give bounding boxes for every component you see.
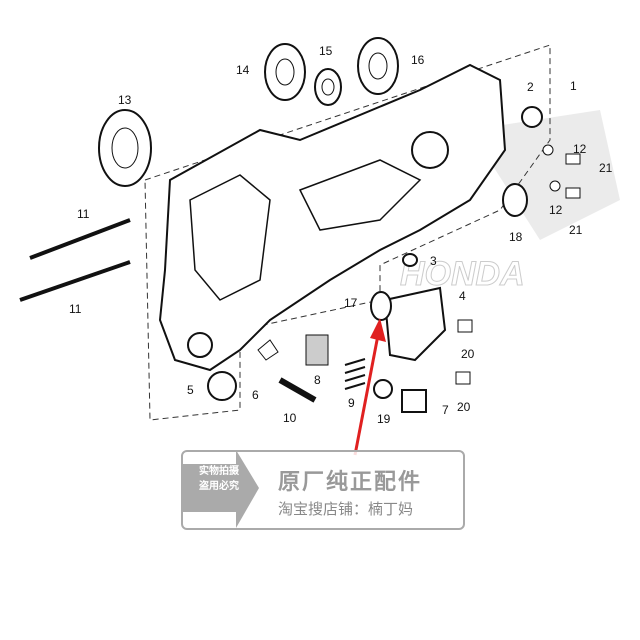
label-17: 17	[344, 296, 358, 310]
spring-9	[344, 358, 366, 390]
honda-watermark: HONDA	[400, 255, 525, 293]
label-14: 14	[236, 63, 250, 77]
label-3: 3	[430, 254, 437, 268]
bearing-13	[98, 109, 152, 187]
washer-12b	[549, 180, 561, 192]
assembly-outline	[144, 44, 551, 421]
label-6: 6	[252, 388, 259, 402]
bearing-16	[357, 37, 399, 95]
label-10: 10	[283, 411, 297, 425]
label-9: 9	[348, 396, 355, 410]
label-7: 7	[442, 403, 449, 417]
label-11a: 11	[77, 207, 90, 221]
part-labels: 1 2 3 4 5 6 7 8 9 10 11 11 12 12 13 14 1…	[69, 44, 613, 426]
strainer-8	[305, 334, 329, 366]
clip-6	[257, 339, 279, 361]
label-12a: 12	[573, 142, 587, 156]
label-15: 15	[319, 44, 333, 58]
label-5: 5	[187, 383, 194, 397]
watermark-title: 原厂纯正配件	[278, 469, 423, 494]
bearing-15	[314, 68, 342, 106]
o-ring-19	[373, 379, 393, 399]
bearing-14	[264, 43, 306, 101]
label-8: 8	[314, 373, 321, 387]
washer-12a	[542, 144, 554, 156]
red-pointer-arrow	[353, 334, 380, 456]
bolt-21b	[565, 187, 581, 199]
bolt-20a	[457, 319, 473, 333]
label-19: 19	[377, 412, 391, 426]
label-21a: 21	[599, 161, 613, 175]
oil-seal-17	[370, 291, 392, 321]
red-arrow-head	[370, 318, 386, 342]
label-16: 16	[411, 53, 425, 67]
drain-plug-7	[401, 389, 427, 413]
label-20a: 20	[461, 347, 475, 361]
label-18: 18	[509, 230, 523, 244]
badge-line-1: 实物拍摄	[199, 466, 239, 477]
cover-4	[383, 286, 447, 362]
bolt-21a	[565, 153, 581, 165]
stud-bolt-11b	[19, 260, 131, 302]
label-2: 2	[527, 80, 534, 94]
oil-seal-18	[502, 183, 528, 217]
label-4: 4	[459, 289, 466, 303]
bolt-20b	[455, 371, 471, 385]
label-1: 1	[570, 79, 577, 93]
label-21b: 21	[569, 223, 583, 237]
label-12b: 12	[549, 203, 563, 217]
dowel-3	[402, 253, 418, 267]
watermark-shop: 淘宝搜店铺：楠丁妈	[278, 501, 414, 518]
shop-watermark: 实物拍摄 盗用必究 原厂纯正配件 淘宝搜店铺：楠丁妈	[181, 450, 465, 530]
badge-line-2: 盗用必究	[199, 481, 239, 492]
stud-bolt-11a	[29, 218, 131, 260]
shading	[470, 110, 620, 240]
crankcase-left	[158, 63, 507, 372]
label-13: 13	[118, 93, 132, 107]
bearing-5	[207, 371, 237, 401]
arrow-badge-icon	[181, 450, 259, 528]
bolt-10	[278, 377, 317, 403]
label-20b: 20	[457, 400, 471, 414]
label-11b: 11	[69, 302, 82, 316]
dowel-2	[521, 106, 543, 128]
watermark-badge: 实物拍摄 盗用必究	[189, 464, 249, 494]
